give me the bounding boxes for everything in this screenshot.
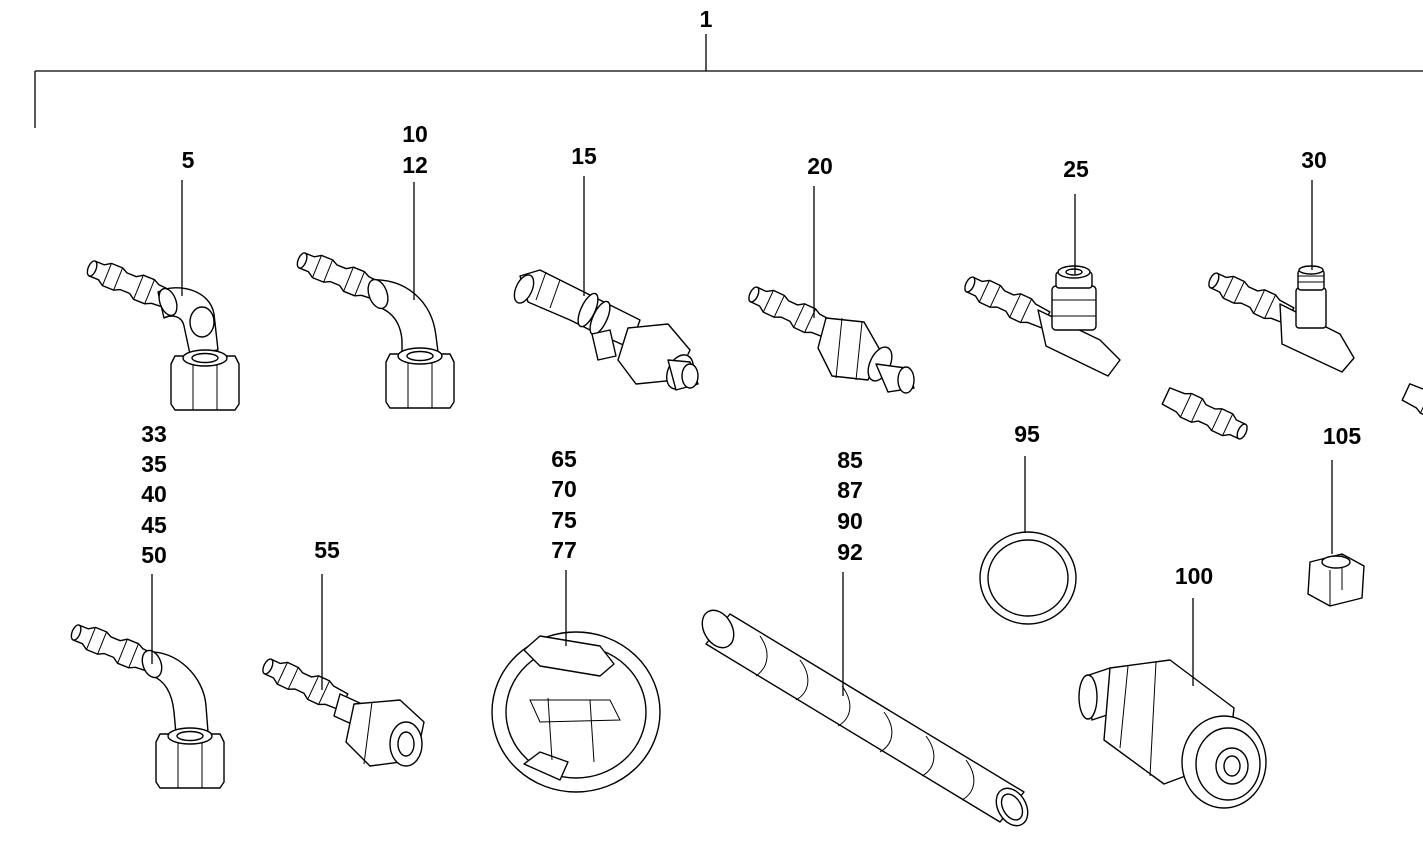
part-100-adapter [1078,659,1267,809]
callout-15: 15 [571,143,597,169]
svg-text:90: 90 [837,508,863,534]
part-25-tee-fitting [960,265,1252,446]
svg-text:30: 30 [1301,147,1327,173]
svg-text:50: 50 [141,542,167,568]
svg-text:33: 33 [141,421,167,447]
callout-10: 10 12 [402,121,428,178]
svg-text:95: 95 [1014,421,1040,447]
svg-text:77: 77 [551,537,577,563]
svg-text:40: 40 [141,481,167,507]
svg-text:87: 87 [837,477,863,503]
callout-5: 5 [182,147,195,173]
callout-65: 65 70 75 77 [551,446,577,563]
callout-25: 25 [1063,156,1089,182]
callout-95: 95 [1014,421,1040,447]
part-65-hose-clamp [491,631,661,793]
leader-lines [151,176,1333,696]
svg-text:15: 15 [571,143,597,169]
part-10-elbow-fitting [292,246,455,409]
part-15-straight-fitting [513,269,699,391]
svg-text:85: 85 [837,447,863,473]
svg-text:5: 5 [182,147,195,173]
svg-text:20: 20 [807,153,833,179]
part-85-hose-sleeve [701,609,1029,827]
callout-100: 100 [1175,563,1213,589]
part-30-tee-fitting [1204,265,1423,442]
part-33-elbow-fitting [66,618,225,789]
svg-text:12: 12 [402,152,428,178]
svg-text:105: 105 [1323,423,1362,449]
svg-text:65: 65 [551,446,577,472]
svg-text:25: 25 [1063,156,1089,182]
svg-text:70: 70 [551,476,577,502]
callout-85: 85 87 90 92 [837,447,863,565]
callout-55: 55 [314,537,340,563]
part-20-straight-fitting [744,280,915,394]
part-55-straight-fitting [258,652,425,767]
svg-text:10: 10 [402,121,428,147]
callout-1: 1 [700,6,713,32]
svg-text:35: 35 [141,451,167,477]
part-105-nut [1307,553,1365,607]
part-95-o-ring [979,531,1077,625]
callout-105: 105 [1323,423,1362,449]
part-5-elbow-fitting [82,254,240,411]
callout-33: 33 35 40 45 50 [141,421,167,568]
assembly-bracket [34,34,1423,128]
svg-text:55: 55 [314,537,340,563]
svg-text:75: 75 [551,507,577,533]
svg-text:92: 92 [837,539,863,565]
svg-text:45: 45 [141,512,167,538]
callout-20: 20 [807,153,833,179]
svg-text:100: 100 [1175,563,1213,589]
callout-30: 30 [1301,147,1327,173]
